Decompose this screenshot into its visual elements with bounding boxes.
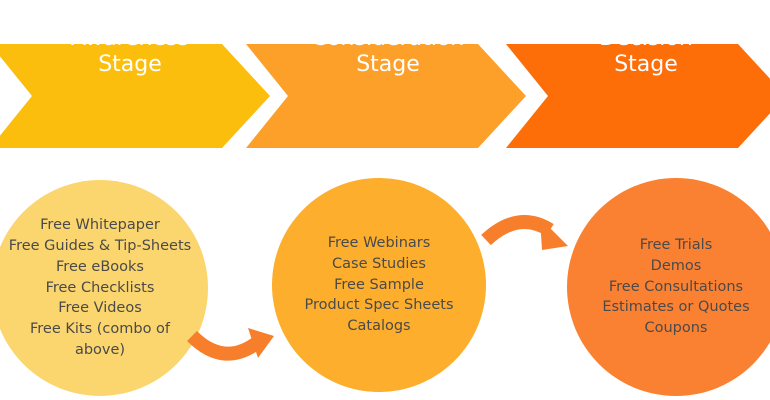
decision-item: Estimates or Quotes xyxy=(602,299,750,316)
awareness-item: above) xyxy=(74,341,126,358)
consideration-item: Catalogs xyxy=(347,318,411,335)
awareness-stage-title: Awareness Stage xyxy=(20,0,240,104)
awareness-item: Free Whitepaper xyxy=(40,217,160,234)
awareness-stage-title-line2: Stage xyxy=(98,52,162,77)
consideration-stage-title-line2: Stage xyxy=(356,52,420,77)
curved-arrow-icon xyxy=(187,328,274,361)
awareness-item: Free eBooks xyxy=(56,258,144,275)
awareness-item: Free Videos xyxy=(58,300,142,317)
consideration-stage-title: Consideration Stage xyxy=(278,0,498,104)
consideration-item: Free Webinars xyxy=(327,235,431,251)
curved-arrow-icon xyxy=(481,215,568,250)
awareness-item: Free Kits (combo of xyxy=(29,321,171,338)
consideration-stage-title-line1: Consideration xyxy=(311,26,465,51)
decision-circle: Free Trials Demos Free Consultations Est… xyxy=(567,178,770,396)
awareness-item: Free Checklists xyxy=(45,279,155,296)
decision-item: Free Trials xyxy=(639,237,713,253)
awareness-circle: Free Whitepaper Free Guides & Tip-Sheets… xyxy=(0,180,208,396)
decision-stage-title: Decision Stage xyxy=(536,0,756,104)
decision-chevron xyxy=(506,44,770,148)
awareness-item: Free Guides & Tip-Sheets xyxy=(8,238,192,254)
consideration-item: Product Spec Sheets xyxy=(304,297,454,314)
decision-item: Coupons xyxy=(644,320,708,337)
decision-item: Demos xyxy=(650,257,702,274)
consideration-circle: Free Webinars Case Studies Free Sample P… xyxy=(272,178,486,392)
consideration-item: Free Sample xyxy=(334,276,424,293)
decision-stage-title-line1: Decision xyxy=(599,26,693,51)
consideration-item: Case Studies xyxy=(332,255,426,272)
awareness-chevron xyxy=(0,44,270,148)
decision-item: Free Consultations xyxy=(608,278,744,295)
awareness-stage-title-line1: Awareness xyxy=(70,26,190,51)
decision-stage-title-line2: Stage xyxy=(614,52,678,77)
consideration-chevron xyxy=(246,44,526,148)
